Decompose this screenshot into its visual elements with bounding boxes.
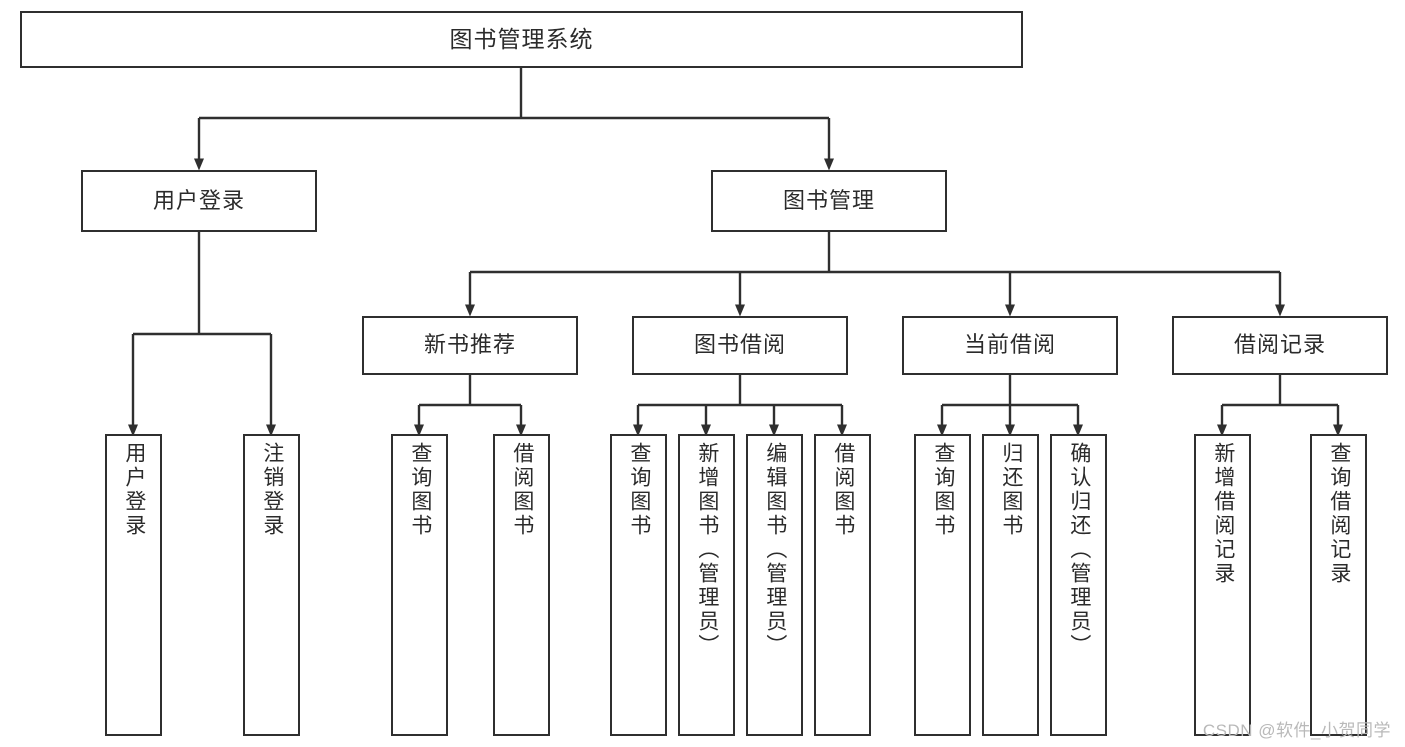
node-label: 图书借阅 (693, 332, 786, 358)
node-borrowing-record[interactable]: 借阅记录 (1172, 316, 1388, 375)
node-label: 图书管理系统 (449, 25, 594, 52)
node-label: 当前借阅 (963, 332, 1056, 358)
leaf-edit-book-admin[interactable]: 编辑图书（管理员） (746, 434, 803, 736)
leaf-add-borrow-record[interactable]: 新增借阅记录 (1194, 434, 1251, 736)
node-label: 注销登录 (260, 442, 284, 538)
node-new-book-recommendation[interactable]: 新书推荐 (362, 316, 578, 375)
leaf-logout[interactable]: 注销登录 (243, 434, 300, 736)
leaf-query-book-borrow[interactable]: 查询图书 (610, 434, 667, 736)
node-label: 查询图书 (627, 442, 651, 538)
node-current-borrowing[interactable]: 当前借阅 (902, 316, 1118, 375)
node-label: 用户登录 (152, 187, 245, 213)
node-root-book-management-system[interactable]: 图书管理系统 (20, 11, 1023, 68)
leaf-query-book-new[interactable]: 查询图书 (391, 434, 448, 736)
node-label: 查询图书 (408, 442, 432, 538)
node-label: 新书推荐 (423, 332, 516, 358)
leaf-confirm-return-admin[interactable]: 确认归还（管理员） (1050, 434, 1107, 736)
leaf-user-login[interactable]: 用户登录 (105, 434, 162, 736)
node-book-management[interactable]: 图书管理 (711, 170, 947, 232)
node-label: 新增图书（管理员） (695, 442, 719, 658)
node-label: 查询借阅记录 (1327, 442, 1351, 586)
node-user-login[interactable]: 用户登录 (81, 170, 317, 232)
node-label: 归还图书 (999, 442, 1023, 538)
node-label: 借阅图书 (510, 442, 534, 538)
leaf-return-book[interactable]: 归还图书 (982, 434, 1039, 736)
csdn-watermark: CSDN @软件_小贺同学 (1202, 721, 1391, 740)
node-label: 图书管理 (782, 187, 875, 213)
node-label: 新增借阅记录 (1211, 442, 1235, 586)
leaf-query-borrow-record[interactable]: 查询借阅记录 (1310, 434, 1367, 736)
node-label: 编辑图书（管理员） (763, 442, 787, 658)
node-label: 借阅图书 (831, 442, 855, 538)
leaf-query-book-current[interactable]: 查询图书 (914, 434, 971, 736)
node-label: 查询图书 (931, 442, 955, 538)
node-label: 确认归还（管理员） (1067, 442, 1091, 658)
leaf-borrow-book-new[interactable]: 借阅图书 (493, 434, 550, 736)
node-book-borrowing[interactable]: 图书借阅 (632, 316, 848, 375)
leaf-borrow-book[interactable]: 借阅图书 (814, 434, 871, 736)
leaf-add-book-admin[interactable]: 新增图书（管理员） (678, 434, 735, 736)
node-label: 用户登录 (122, 442, 146, 538)
node-label: 借阅记录 (1233, 332, 1326, 358)
